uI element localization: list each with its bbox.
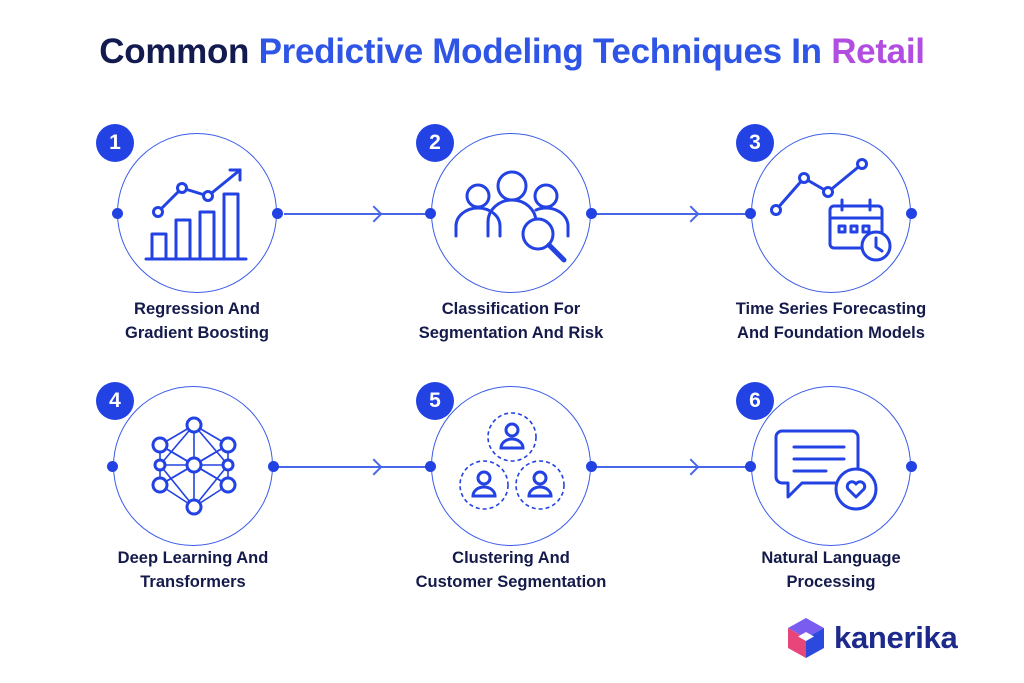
step-label-line: Gradient Boosting bbox=[125, 324, 269, 342]
step-label-line: Segmentation And Risk bbox=[418, 324, 604, 342]
connector-dot bbox=[107, 461, 118, 472]
connector-dot bbox=[586, 208, 597, 219]
step-label-line: Processing bbox=[786, 573, 876, 591]
brand-name: kanerika bbox=[834, 620, 958, 655]
arrow-chevron-icon bbox=[682, 205, 700, 223]
step-number-badge: 4 bbox=[96, 382, 134, 420]
kanerika-cube-icon bbox=[788, 618, 824, 658]
step-number-badge: 2 bbox=[416, 124, 454, 162]
step-number-badge: 1 bbox=[96, 124, 134, 162]
step-ring bbox=[431, 133, 591, 293]
step-ring bbox=[113, 386, 273, 546]
step-label-line: Customer Segmentation bbox=[415, 573, 607, 591]
connector-dot bbox=[425, 208, 436, 219]
chat-heart-icon bbox=[774, 429, 878, 511]
connector-dot bbox=[906, 208, 917, 219]
calendar-trend-icon bbox=[770, 158, 892, 262]
neural-network-icon bbox=[151, 416, 237, 516]
title-part-techniques: Predictive Modeling Techniques In bbox=[258, 32, 822, 71]
bar-chart-trend-icon bbox=[144, 168, 248, 261]
step-label-line: And Foundation Models bbox=[737, 324, 925, 342]
step-number-badge: 3 bbox=[736, 124, 774, 162]
arrow-chevron-icon bbox=[682, 458, 700, 476]
step-label: Time Series Forecasting And Foundation M… bbox=[701, 297, 961, 345]
connector-1-2 bbox=[284, 213, 430, 215]
step-label-line: Transformers bbox=[140, 573, 246, 591]
connector-dot bbox=[112, 208, 123, 219]
step-number-badge: 5 bbox=[416, 382, 454, 420]
user-clusters-icon bbox=[459, 412, 565, 510]
step-label: Regression And Gradient Boosting bbox=[67, 297, 327, 345]
connector-5-6 bbox=[596, 466, 748, 468]
step-label-line: Regression And bbox=[134, 300, 260, 318]
step-label-line: Time Series Forecasting bbox=[735, 300, 927, 318]
step-ring bbox=[751, 386, 911, 546]
arrow-chevron-icon bbox=[365, 205, 383, 223]
connector-dot bbox=[272, 208, 283, 219]
people-search-icon bbox=[454, 170, 570, 263]
step-label: Clustering And Customer Segmentation bbox=[381, 546, 641, 594]
step-label-line: Classification For bbox=[441, 300, 581, 318]
step-ring bbox=[431, 386, 591, 546]
step-ring bbox=[751, 133, 911, 293]
step-number-badge: 6 bbox=[736, 382, 774, 420]
connector-dot bbox=[906, 461, 917, 472]
step-label-line: Clustering And bbox=[452, 549, 570, 567]
connector-dot bbox=[586, 461, 597, 472]
title-part-common: Common bbox=[99, 32, 250, 71]
step-label: Classification For Segmentation And Risk bbox=[381, 297, 641, 345]
step-label: Natural Language Processing bbox=[701, 546, 961, 594]
step-ring bbox=[117, 133, 277, 293]
step-label-line: Deep Learning And bbox=[117, 549, 269, 567]
connector-2-3 bbox=[596, 213, 748, 215]
step-label: Deep Learning And Transformers bbox=[63, 546, 323, 594]
connector-dot bbox=[745, 208, 756, 219]
page-title: Common Predictive Modeling Techniques In… bbox=[0, 32, 1024, 72]
title-part-retail: Retail bbox=[831, 32, 925, 71]
brand-logo: kanerika bbox=[786, 616, 958, 660]
connector-dot bbox=[745, 461, 756, 472]
connector-dot bbox=[268, 461, 279, 472]
connector-4-5 bbox=[276, 466, 430, 468]
connector-dot bbox=[425, 461, 436, 472]
arrow-chevron-icon bbox=[365, 458, 383, 476]
step-label-line: Natural Language bbox=[761, 549, 901, 567]
